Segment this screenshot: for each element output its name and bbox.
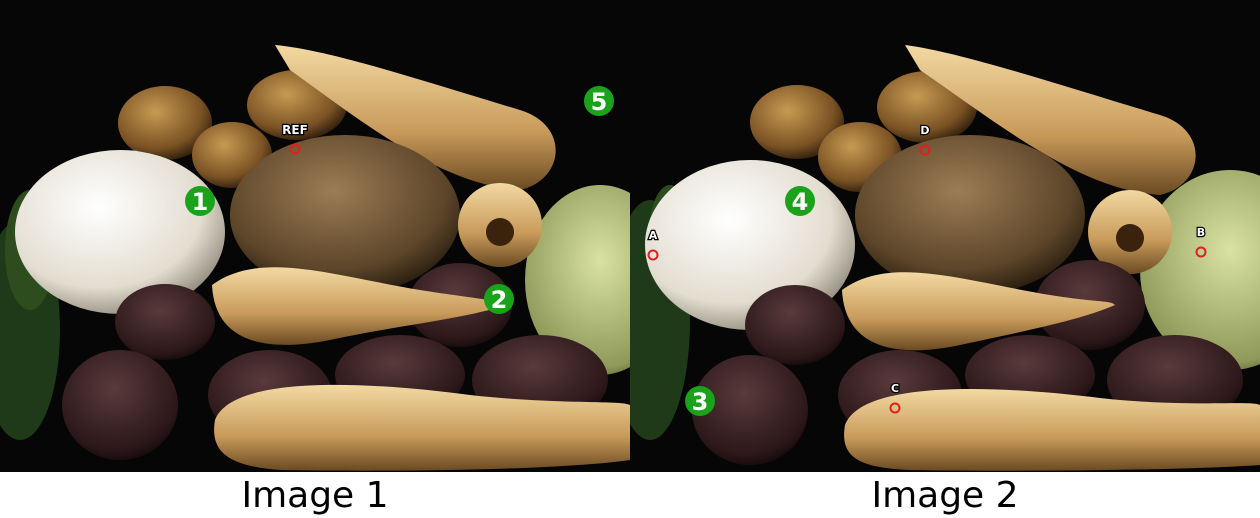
point-marker-d: D <box>919 123 931 156</box>
badge-number: 3 <box>692 388 709 416</box>
beet <box>692 355 808 465</box>
image-1-photo: REF 1 2 5 <box>0 0 630 472</box>
image-2-caption: Image 2 <box>871 475 1019 516</box>
cabbage <box>525 185 630 375</box>
number-badge-4: 4 <box>785 186 815 216</box>
parsnip <box>905 45 1196 195</box>
marker-c-label: C <box>891 382 899 395</box>
potato <box>118 86 212 160</box>
badge-number: 1 <box>192 188 209 216</box>
vegetable-still-life-1: REF 1 2 5 <box>0 0 630 472</box>
parsnip <box>275 45 556 190</box>
marker-d-circle <box>919 144 931 156</box>
beet <box>115 284 215 360</box>
parsnip <box>842 272 1115 351</box>
reference-point-marker: REF <box>281 122 309 155</box>
potato <box>750 85 844 159</box>
parsnip <box>214 384 630 471</box>
beet <box>62 350 178 460</box>
ref-label: REF <box>282 123 308 137</box>
image-1-caption: Image 1 <box>241 475 389 516</box>
vegetable-still-life-2: A B C D 3 4 <box>630 0 1260 472</box>
marker-b-circle <box>1195 246 1207 258</box>
marker-c-circle <box>889 402 901 414</box>
image-2-photo: A B C D 3 4 <box>630 0 1260 472</box>
point-marker-a: A <box>647 228 659 261</box>
cauliflower <box>15 150 225 314</box>
badge-number: 4 <box>792 188 809 216</box>
number-badge-1: 1 <box>185 186 215 216</box>
celeriac <box>855 135 1085 295</box>
point-marker-c: C <box>889 381 901 414</box>
number-badge-5: 5 <box>584 86 614 116</box>
ref-circle <box>289 143 301 155</box>
badge-number: 5 <box>591 88 608 116</box>
number-badge-2: 2 <box>484 284 514 314</box>
celeriac <box>230 135 460 295</box>
marker-a-circle <box>647 249 659 261</box>
point-marker-b: B <box>1195 225 1207 258</box>
parsnip <box>844 388 1260 471</box>
marker-a-label: A <box>649 229 658 242</box>
parsnip <box>212 267 505 345</box>
beet <box>745 285 845 365</box>
marker-d-label: D <box>920 124 929 137</box>
badge-number: 2 <box>491 286 508 314</box>
marker-b-label: B <box>1197 226 1205 239</box>
number-badge-3: 3 <box>685 386 715 416</box>
